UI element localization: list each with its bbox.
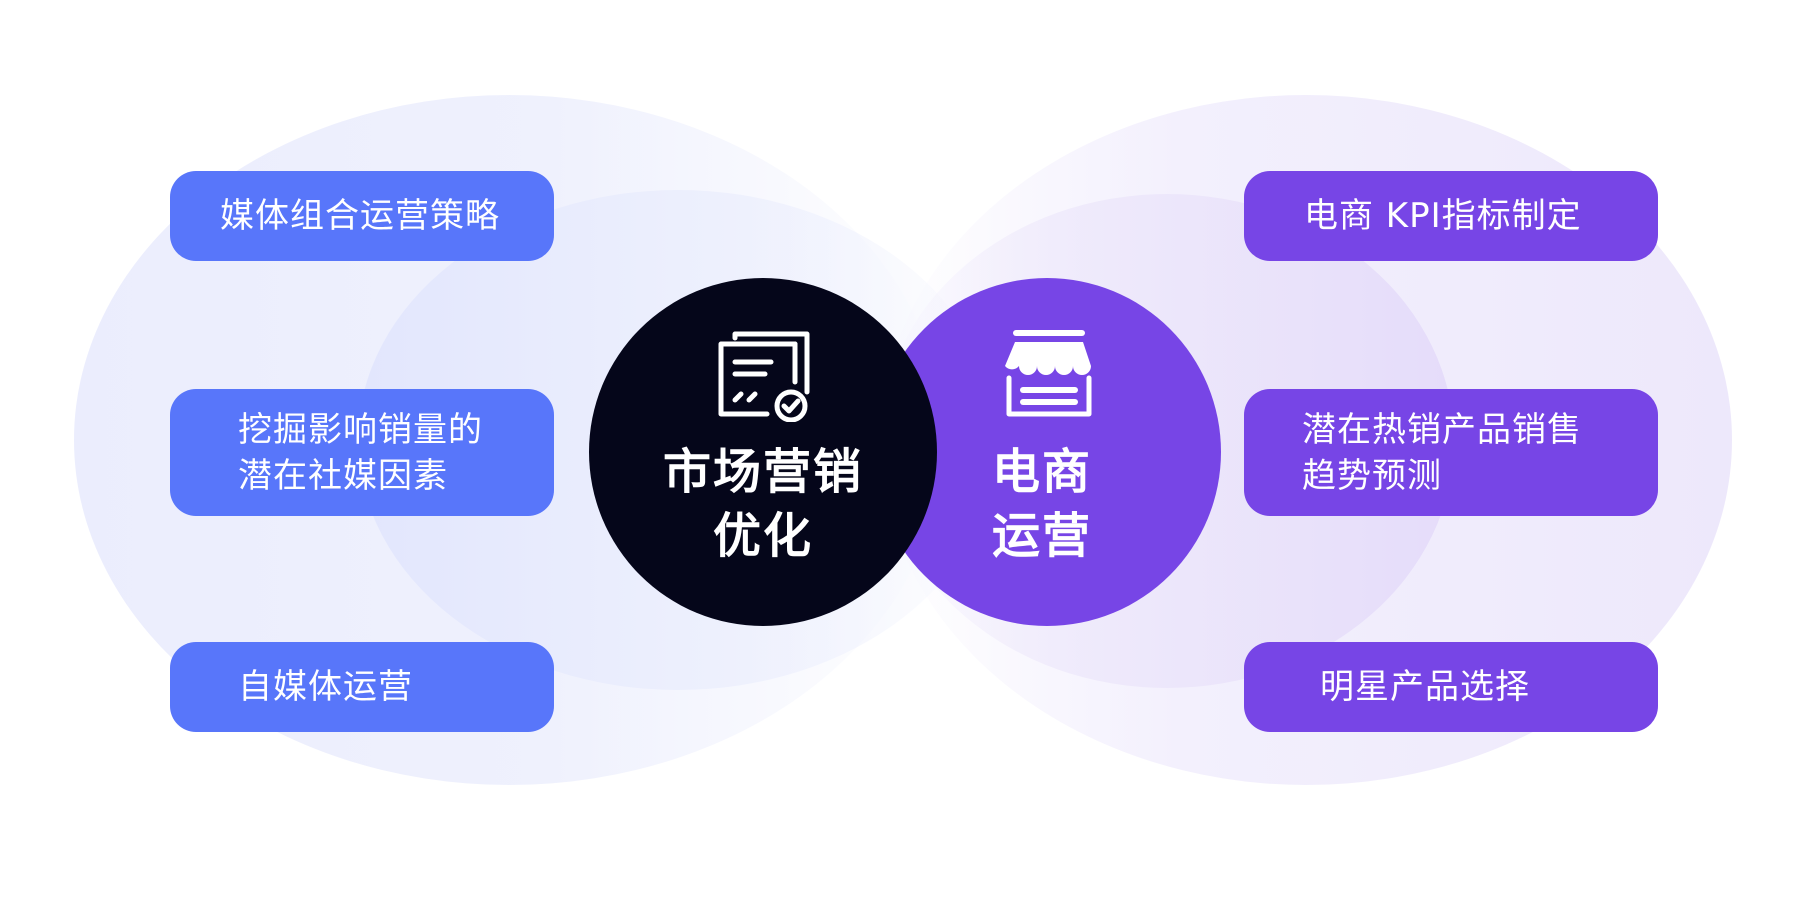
ecommerce-hub-title: 电商 运营 (991, 444, 1092, 564)
left-item-label: 媒体组合运营策略 (220, 196, 500, 236)
right-item-kpi: 电商 KPI指标制定 (1244, 171, 1658, 261)
left-item-media-mix: 媒体组合运营策略 (170, 171, 554, 261)
right-item-label: 明星产品选择 (1320, 667, 1530, 707)
right-item-label: 潜在热销产品销售 趋势预测 (1302, 409, 1582, 496)
left-item-social-factors: 挖掘影响销量的 潜在社媒因素 (170, 389, 554, 516)
document-check-icon (718, 331, 810, 422)
right-item-trend-forecast: 潜在热销产品销售 趋势预测 (1244, 389, 1658, 516)
left-item-self-media: 自媒体运营 (170, 642, 554, 732)
marketing-hub-circle: 市场营销 优化 (589, 278, 937, 626)
ecommerce-hub-circle: 电商 运营 (873, 278, 1221, 626)
storefront-icon (1005, 330, 1092, 417)
left-item-label: 自媒体运营 (238, 667, 413, 707)
right-item-label: 电商 KPI指标制定 (1304, 196, 1582, 236)
marketing-hub-title: 市场营销 优化 (662, 444, 863, 564)
left-item-label: 挖掘影响销量的 潜在社媒因素 (238, 409, 483, 496)
right-item-star-product: 明星产品选择 (1244, 642, 1658, 732)
